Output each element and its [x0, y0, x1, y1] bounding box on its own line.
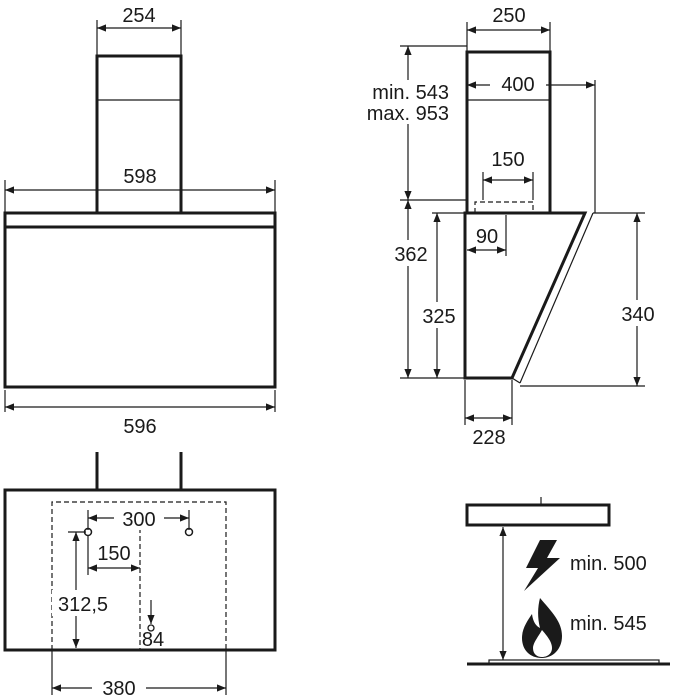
install-height-view: min. 500 min. 545	[465, 497, 670, 666]
electric-min-label: min. 500	[570, 553, 647, 575]
front-hood-body	[3, 225, 277, 389]
bottom-offset-label: 84	[142, 629, 164, 651]
side-view: 250 400 min. 543 max. 953 150 90 362 325	[340, 5, 662, 449]
body-width-label: 596	[123, 416, 156, 438]
label-backdrop	[490, 70, 546, 96]
duct-offset-label: 150	[491, 149, 524, 171]
bracket-depth-label: 400	[501, 74, 534, 96]
side-glass-panel	[519, 212, 594, 384]
duct-outline	[474, 201, 534, 213]
screw-hole-bottom	[147, 624, 155, 632]
label-backdrop	[92, 676, 146, 700]
bottom-depth-label: 228	[472, 427, 505, 449]
front-canopy-top	[3, 211, 277, 229]
front-height-label: 340	[621, 304, 654, 326]
label-backdrop	[52, 590, 112, 616]
label-backdrop	[114, 506, 164, 530]
label-backdrop	[614, 300, 662, 326]
label-backdrop	[416, 302, 462, 328]
hob-top	[488, 659, 660, 665]
duct-depth-label: 90	[476, 226, 498, 248]
side-glass-join	[511, 377, 521, 384]
chimney-depth-label: 250	[492, 5, 525, 27]
canopy-width-label: 598	[123, 166, 156, 188]
screw-height-label: 312,5	[58, 594, 108, 616]
mounting-template-outline	[51, 501, 227, 650]
gas-min-label: min. 545	[570, 613, 647, 635]
body-height-label: 325	[422, 306, 455, 328]
template-width-label: 380	[102, 678, 135, 700]
flame-icon	[522, 598, 562, 658]
front-view: 254 598 596	[3, 5, 277, 438]
label-backdrop	[388, 240, 434, 266]
lightning-bolt-icon	[524, 540, 560, 591]
total-height-label: 362	[394, 244, 427, 266]
wall-mount-view: 300 150 312,5 84 380	[3, 452, 277, 700]
chimney-width-label: 254	[122, 5, 155, 27]
screw-offset-label: 150	[97, 543, 130, 565]
chimney-max-label: max. 953	[367, 103, 449, 125]
label-backdrop	[340, 80, 450, 124]
screw-spacing-label: 300	[122, 509, 155, 531]
hood-side-profile	[465, 503, 611, 527]
flame-inner	[533, 630, 552, 657]
chimney-min-label: min. 543	[372, 82, 449, 104]
